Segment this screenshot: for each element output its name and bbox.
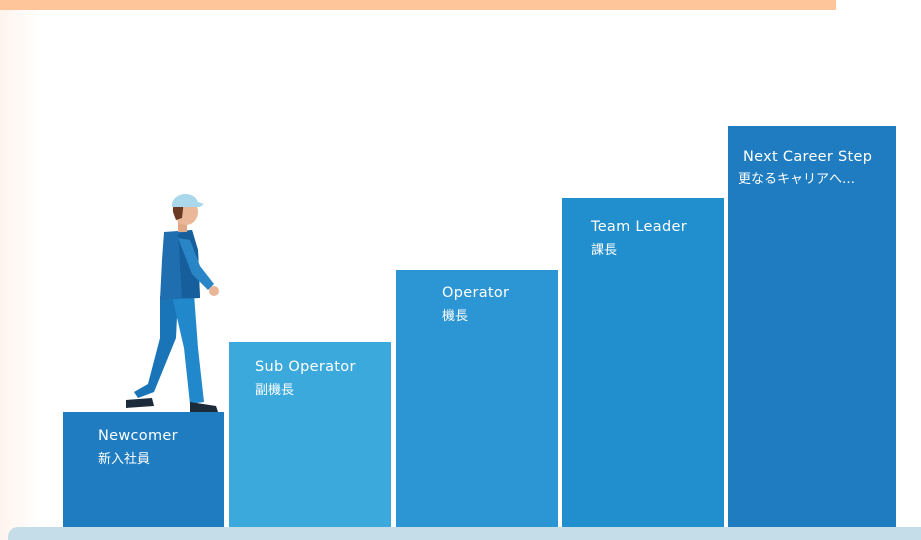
career-step-sub-operator: Sub Operator 副機長 bbox=[229, 342, 391, 527]
step-label-ja: 更なるキャリアへ… bbox=[738, 172, 856, 187]
career-step-next: Next Career Step 更なるキャリアへ… bbox=[728, 126, 896, 527]
step-label-en: Sub Operator bbox=[255, 359, 356, 375]
step-label-en: Team Leader bbox=[591, 219, 687, 235]
step-label-ja: 副機長 bbox=[255, 383, 295, 398]
step-label-ja: 新入社員 bbox=[98, 452, 151, 467]
career-step-operator: Operator 機長 bbox=[396, 270, 558, 527]
step-label-ja: 課長 bbox=[591, 243, 618, 258]
step-label-en: Newcomer bbox=[98, 428, 178, 444]
top-accent-bar bbox=[0, 0, 836, 10]
step-label-en: Next Career Step bbox=[743, 149, 873, 165]
career-step-team-leader: Team Leader 課長 bbox=[562, 198, 724, 527]
floor-band bbox=[8, 527, 921, 540]
career-step-newcomer: Newcomer 新入社員 bbox=[63, 412, 224, 527]
step-label-en: Operator bbox=[442, 285, 510, 301]
worker-in-cap-icon bbox=[126, 193, 219, 412]
step-label-ja: 機長 bbox=[442, 309, 469, 324]
